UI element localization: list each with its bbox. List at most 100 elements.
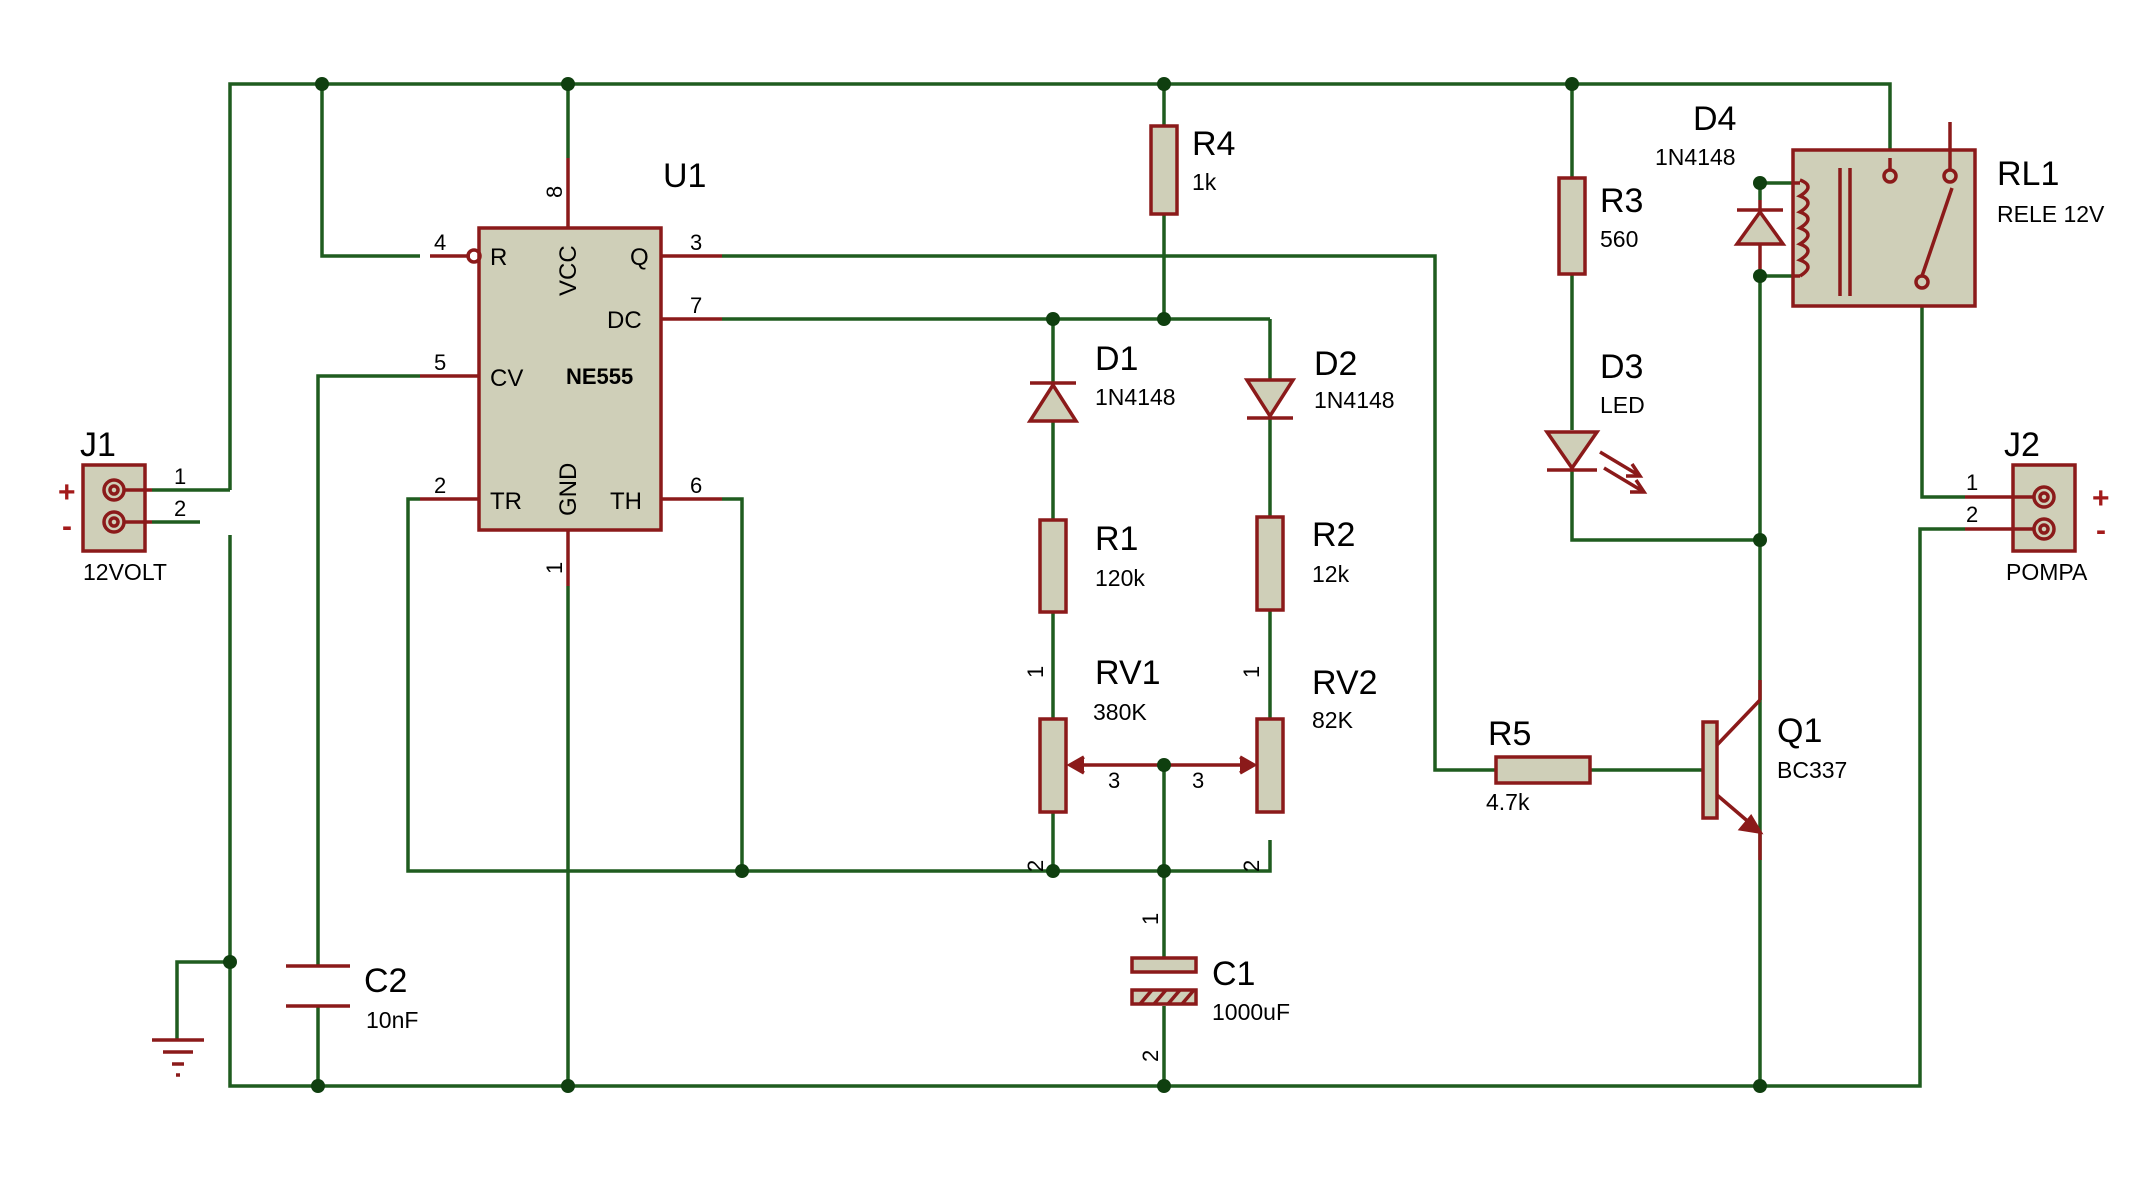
j2-pin1: 1 (1966, 470, 1978, 495)
j2-ref: J2 (2004, 426, 2040, 464)
c1-pin1: 1 (1138, 913, 1163, 925)
rv1-ref: RV1 (1095, 654, 1161, 692)
rl1-value: RELE 12V (1997, 201, 2105, 227)
potentiometer-rv1 (1038, 717, 1164, 814)
resistor-r3-body (1557, 176, 1587, 276)
u1-pin-reset-num: 4 (434, 230, 446, 255)
c1-ref: C1 (1212, 955, 1255, 993)
junction-dot (1157, 864, 1171, 878)
d4-value: 1N4148 (1655, 144, 1736, 170)
u1-pin-vcc-num: 8 (542, 186, 567, 198)
r5-value: 4.7k (1486, 789, 1530, 815)
diode-d2 (1243, 378, 1297, 420)
r1-ref: R1 (1095, 520, 1138, 558)
j1-value: 12VOLT (83, 559, 167, 585)
r4-value: 1k (1192, 169, 1217, 195)
rv1-pin2: 2 (1023, 860, 1048, 872)
q1-value: BC337 (1777, 757, 1847, 783)
capacitor-c2 (286, 964, 350, 1008)
u1-pin-gnd-name: GND (555, 463, 582, 516)
connector-j2 (1965, 463, 2077, 553)
u1-pin-gnd-num: 1 (542, 562, 567, 574)
r1-value: 120k (1095, 565, 1145, 591)
resistor-r2-body (1255, 515, 1285, 612)
j2-plus: + (2092, 482, 2110, 515)
junction-dot (561, 1079, 575, 1093)
rl1-ref: RL1 (1997, 155, 2059, 193)
capacitor-c1 (1130, 956, 1198, 1006)
r5-ref: R5 (1488, 715, 1531, 753)
d1-value: 1N4148 (1095, 384, 1176, 410)
d1-ref: D1 (1095, 340, 1138, 378)
r3-ref: R3 (1600, 182, 1643, 220)
j2-pin2: 2 (1966, 502, 1978, 527)
resistor-r1-body (1038, 518, 1068, 614)
junction-dot (735, 864, 749, 878)
led-d3 (1543, 430, 1648, 494)
junction-dots (223, 77, 1767, 1093)
junction-dot (561, 77, 575, 91)
rv2-value: 82K (1312, 707, 1354, 733)
rv2-pin2: 2 (1239, 860, 1264, 872)
rv2-pin3: 3 (1192, 768, 1204, 793)
u1-ref: U1 (663, 157, 706, 195)
d2-value: 1N4148 (1314, 387, 1395, 413)
junction-dot (1753, 1079, 1767, 1093)
r2-value: 12k (1312, 561, 1350, 587)
u1-pin-q-num: 3 (690, 230, 702, 255)
junction-dot (1157, 77, 1171, 91)
u1-pin-cv-name: CV (490, 365, 523, 392)
junction-dot (1753, 176, 1767, 190)
transistor-q1 (1701, 680, 1764, 860)
d3-ref: D3 (1600, 348, 1643, 386)
c1-pin2: 2 (1138, 1050, 1163, 1062)
d4-ref: D4 (1693, 100, 1736, 138)
junction-dot (1565, 77, 1579, 91)
wires (152, 82, 1965, 1088)
j2-value: POMPA (2006, 559, 2088, 585)
rv1-value: 380K (1093, 699, 1147, 725)
u1-pin-tr-num: 2 (434, 473, 446, 498)
u1-value: NE555 (566, 364, 633, 389)
u1-pin-th-name: TH (610, 488, 642, 515)
junction-dot (223, 955, 237, 969)
junction-dot (315, 77, 329, 91)
connector-j1 (81, 463, 152, 553)
components (81, 122, 2077, 1077)
junction-dot (311, 1079, 325, 1093)
u1-pin-dc-num: 7 (690, 293, 702, 318)
d3-value: LED (1600, 392, 1645, 418)
junction-dot (1753, 533, 1767, 547)
junction-dot (1157, 312, 1171, 326)
c2-ref: C2 (364, 962, 407, 1000)
r3-value: 560 (1600, 226, 1638, 252)
junction-dot (1046, 312, 1060, 326)
junction-dot (1157, 1079, 1171, 1093)
diode-d4 (1733, 200, 1787, 276)
resistor-r5-body (1494, 755, 1592, 785)
j2-minus: - (2096, 514, 2106, 547)
j1-pin1: 1 (174, 464, 186, 489)
u1-pin-q-name: Q (630, 244, 649, 271)
rv2-pin1: 1 (1239, 666, 1264, 678)
junction-dot (1157, 758, 1171, 772)
u1-pin-reset-name: R (490, 244, 507, 271)
u1-pin-dc-name: DC (607, 307, 642, 334)
diode-d1 (1026, 381, 1080, 423)
u1-pin-vcc-name: VCC (555, 245, 582, 296)
c2-value: 10nF (366, 1007, 418, 1033)
j1-minus: - (62, 510, 72, 543)
junction-dot (1753, 269, 1767, 283)
potentiometer-rv2 (1164, 717, 1285, 814)
rv1-pin3: 3 (1108, 768, 1120, 793)
u1-pin-tr-name: TR (490, 488, 522, 515)
ground-symbol (152, 1038, 204, 1077)
u1-pin-cv-num: 5 (434, 350, 446, 375)
relay-rl1 (1791, 122, 1977, 308)
resistor-r4-body (1149, 124, 1179, 216)
d2-ref: D2 (1314, 345, 1357, 383)
rv2-ref: RV2 (1312, 664, 1378, 702)
labels: U1 NE555 R 4 Q 3 DC 7 CV 5 TR 2 TH 6 VCC… (58, 100, 2110, 1062)
r4-ref: R4 (1192, 125, 1235, 163)
r2-ref: R2 (1312, 516, 1355, 554)
